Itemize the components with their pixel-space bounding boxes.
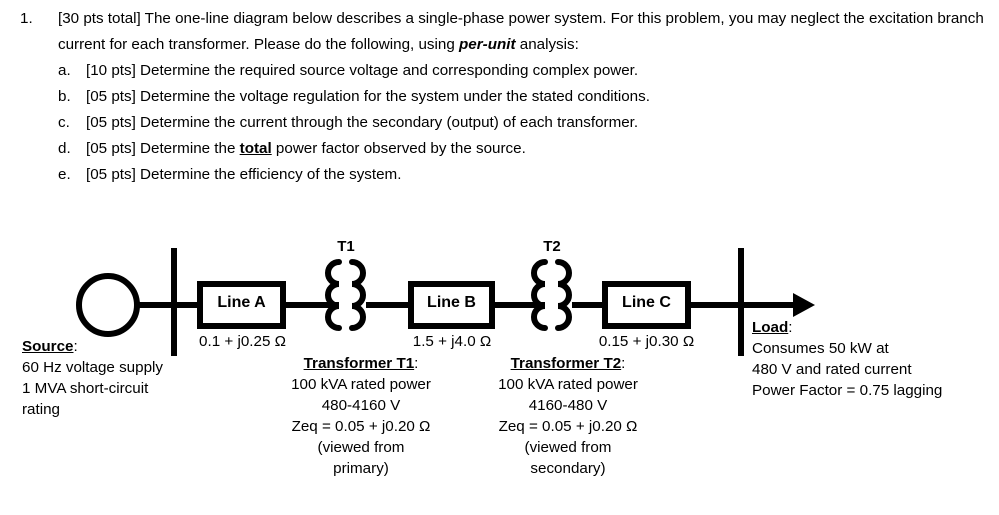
part-d-text-suffix: power factor observed by the source. xyxy=(271,140,526,157)
part-d-text: [05 pts] Determine the total power facto… xyxy=(86,136,999,162)
question-part-b: b. [05 pts] Determine the voltage regula… xyxy=(0,84,999,110)
one-line-diagram: Line A Line B Line C T1 T2 0.1 + j0.25 Ω… xyxy=(0,210,999,515)
part-a-marker: a. xyxy=(58,62,71,79)
line-c-impedance: 0.15 + j0.30 Ω xyxy=(598,333,695,350)
transformer-t2-info-block: Transformer T2: 100 kVA rated power 4160… xyxy=(457,353,679,479)
transformer-t1-symbol xyxy=(325,259,366,331)
transformer-t2-secondary-winding xyxy=(555,259,572,331)
transformer-t1-primary-winding xyxy=(325,259,342,331)
transformer-t1-heading-row: Transformer T1: xyxy=(250,353,472,374)
part-e-text: [05 pts] Determine the efficiency of the… xyxy=(86,166,402,183)
load-line-1: Consumes 50 kW at xyxy=(752,340,889,357)
transformer-t1-voltage: 480-4160 V xyxy=(321,397,401,414)
line-c-label: Line C xyxy=(622,294,671,311)
question-part-a: a. [10 pts] Determine the required sourc… xyxy=(0,58,999,84)
source-generator-icon xyxy=(76,273,140,337)
line-a-impedance: 0.1 + j0.25 Ω xyxy=(199,333,286,350)
transformer-t2-zeq: Zeq = 0.05 + j0.20 Ω xyxy=(498,418,638,435)
transformer-t1-note-line-2: primary) xyxy=(333,460,389,477)
transformer-t1-heading-colon: : xyxy=(414,355,419,372)
transformer-t2-note-line-1: (viewed from xyxy=(524,439,612,456)
transformer-t2-note-line-2: secondary) xyxy=(530,460,606,477)
load-heading-colon: : xyxy=(788,319,793,336)
part-d-text-prefix: [05 pts] Determine the xyxy=(86,140,240,157)
load-heading: Load xyxy=(752,319,789,336)
line-a-box xyxy=(197,281,286,329)
transformer-t1-zeq: Zeq = 0.05 + j0.20 Ω xyxy=(291,418,431,435)
source-heading-row: Source: xyxy=(22,336,163,357)
question-number: 1. xyxy=(20,10,33,27)
source-line-1: 60 Hz voltage supply xyxy=(22,359,163,376)
line-c-box xyxy=(602,281,691,329)
load-line-3: Power Factor = 0.75 lagging xyxy=(752,382,943,399)
question-intro-emphasis: per-unit xyxy=(459,36,516,53)
transformer-t1-note-line-1: (viewed from xyxy=(317,439,405,456)
transformer-t2-symbol xyxy=(531,259,572,331)
question-part-e: e. [05 pts] Determine the efficiency of … xyxy=(0,162,999,188)
transformer-t2-symbol-label: T2 xyxy=(543,238,561,255)
part-e-marker: e. xyxy=(58,166,71,183)
part-a-text: [10 pts] Determine the required source v… xyxy=(86,62,639,79)
line-b-label: Line B xyxy=(427,294,476,311)
question-intro-row: 1. [30 pts total] The one-line diagram b… xyxy=(0,0,999,58)
line-b-impedance: 1.5 + j4.0 Ω xyxy=(412,333,492,350)
part-c-marker: c. xyxy=(58,114,70,131)
transformer-t2-rated-power: 100 kVA rated power xyxy=(498,376,638,393)
question-intro-suffix: analysis: xyxy=(515,36,579,53)
part-d-marker: d. xyxy=(58,140,71,157)
question-part-c: c. [05 pts] Determine the current throug… xyxy=(0,110,999,136)
question-intro-text: [30 pts total] The one-line diagram belo… xyxy=(58,6,999,58)
line-a-label: Line A xyxy=(217,294,266,311)
load-info-block: Load: Consumes 50 kW at 480 V and rated … xyxy=(752,317,942,401)
source-heading-colon: : xyxy=(73,338,78,355)
transformer-t2-primary-winding xyxy=(531,259,548,331)
transformer-t2-voltage: 4160-480 V xyxy=(528,397,608,414)
transformer-t1-symbol-label: T1 xyxy=(337,238,355,255)
source-heading: Source xyxy=(22,338,74,355)
part-b-marker: b. xyxy=(58,88,71,105)
question-block: 1. [30 pts total] The one-line diagram b… xyxy=(0,0,999,188)
transformer-t2-heading-row: Transformer T2: xyxy=(457,353,679,374)
transformer-t1-info-block: Transformer T1: 100 kVA rated power 480-… xyxy=(250,353,472,479)
question-part-d: d. [05 pts] Determine the total power fa… xyxy=(0,136,999,162)
part-d-text-emphasis: total xyxy=(239,140,272,157)
load-arrow-head xyxy=(793,293,815,317)
load-heading-row: Load: xyxy=(752,317,942,338)
line-b-box xyxy=(408,281,495,329)
transformer-t1-heading: Transformer T1 xyxy=(303,355,415,372)
load-line-2: 480 V and rated current xyxy=(752,361,912,378)
transformer-t1-rated-power: 100 kVA rated power xyxy=(291,376,431,393)
one-line-diagram-graphic xyxy=(76,248,815,356)
question-intro-prefix: [30 pts total] The one-line diagram belo… xyxy=(58,10,984,53)
transformer-t2-heading: Transformer T2 xyxy=(510,355,622,372)
source-info-block: Source: 60 Hz voltage supply 1 MVA short… xyxy=(22,336,163,420)
transformer-t2-heading-colon: : xyxy=(621,355,626,372)
part-b-text: [05 pts] Determine the voltage regulatio… xyxy=(86,88,650,105)
part-c-text: [05 pts] Determine the current through t… xyxy=(86,114,639,131)
source-line-3: rating xyxy=(22,401,60,418)
transformer-t1-secondary-winding xyxy=(349,259,366,331)
source-line-2: 1 MVA short-circuit xyxy=(22,380,149,397)
